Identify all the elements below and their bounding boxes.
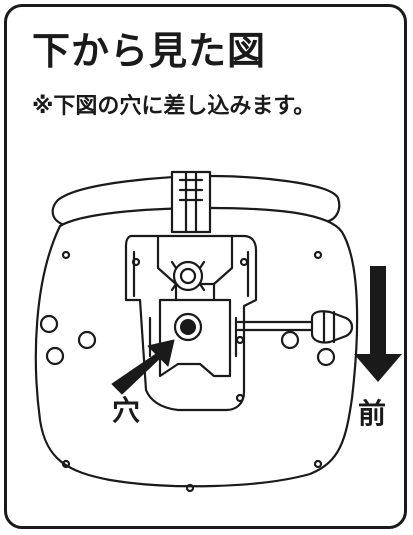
hole-label: 穴 [112, 394, 141, 427]
seat-bolt-hole [45, 346, 65, 366]
lever-handle [310, 310, 354, 344]
target-hole-core [180, 319, 196, 335]
seat-bolt-hole [316, 347, 336, 367]
back-post [170, 170, 212, 234]
screw-hole [185, 483, 195, 493]
seat-bolt-hole [77, 330, 97, 350]
screw-hole [61, 250, 71, 260]
front-arrow [354, 266, 402, 382]
front-label: 前 [358, 397, 387, 430]
screw-hole [313, 250, 323, 260]
tension-knob [172, 260, 204, 292]
instruction-note: ※下図の穴に差し込みます。 [32, 94, 316, 119]
screw-hole [61, 459, 71, 469]
screw-hole [313, 459, 323, 469]
page-title: 下から見た図 [32, 29, 267, 73]
pointer-arrow [111, 339, 175, 395]
seat-bolt-hole [39, 314, 59, 334]
seat-bolt-hole [280, 330, 300, 350]
